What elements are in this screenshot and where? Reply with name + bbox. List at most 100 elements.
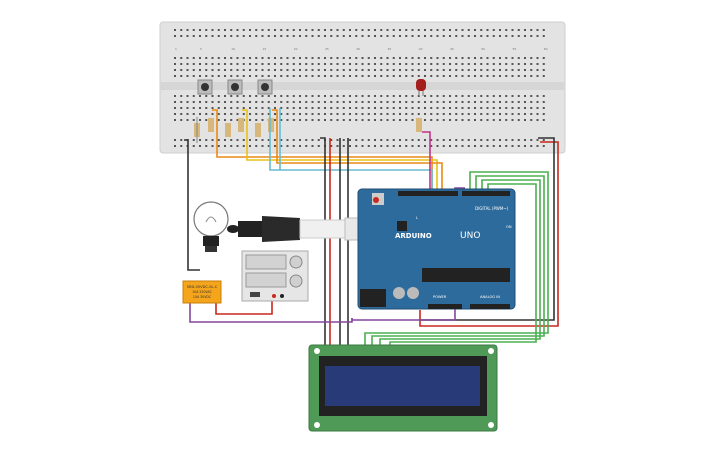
breadboard-hole: [224, 95, 226, 97]
breadboard-hole: [211, 75, 214, 77]
breadboard-hole: [330, 63, 333, 65]
breadboard-hole: [386, 145, 389, 147]
breadboard-hole: [274, 107, 276, 109]
breadboard-hole: [380, 35, 383, 37]
pushbutton-1[interactable]: [197, 79, 213, 95]
breadboard-hole: [486, 29, 489, 31]
breadboard-hole: [474, 69, 476, 71]
breadboard-hole: [280, 75, 283, 77]
resistor-2[interactable]: [208, 118, 214, 132]
breadboard-hole: [324, 57, 326, 59]
breadboard-hole: [255, 113, 258, 115]
breadboard-hole: [286, 101, 289, 103]
breadboard-hole: [455, 69, 458, 71]
breadboard-hole: [430, 69, 433, 71]
breadboard-hole: [286, 63, 289, 65]
power-label: POWER: [433, 295, 447, 299]
breadboard-hole: [267, 57, 270, 59]
breadboard-hole: [524, 69, 526, 71]
resistor-led[interactable]: [416, 118, 422, 132]
power-supply[interactable]: [241, 250, 309, 302]
breadboard-hole: [186, 29, 189, 31]
arduino-uno[interactable]: DIGITAL (PWM~) ARDUINO UNO POWER ANALOG …: [357, 188, 516, 310]
breadboard-hole: [392, 145, 395, 147]
breadboard-hole: [317, 101, 320, 103]
breadboard-hole: [192, 57, 195, 59]
relay[interactable]: SRD-05VDC-SL-C 10A 250VAC 10A 30VDC: [182, 280, 222, 304]
resistor-5[interactable]: [255, 123, 261, 137]
breadboard-hole: [286, 35, 289, 37]
breadboard-hole: [186, 119, 189, 121]
breadboard-hole: [367, 113, 370, 115]
breadboard-hole: [461, 139, 464, 141]
breadboard-hole: [411, 57, 414, 59]
breadboard-hole: [380, 95, 383, 97]
breadboard-hole: [305, 119, 308, 121]
breadboard-hole: [505, 145, 508, 147]
breadboard-hole: [292, 69, 295, 71]
breadboard-hole: [499, 145, 501, 147]
breadboard-hole: [217, 139, 220, 141]
breadboard-hole: [355, 119, 358, 121]
breadboard-hole: [349, 101, 351, 103]
breadboard-hole: [199, 139, 201, 141]
breadboard-hole: [486, 145, 489, 147]
breadboard-hole: [486, 63, 489, 65]
breadboard-hole: [174, 145, 176, 147]
breadboard-hole: [242, 69, 245, 71]
breadboard-hole: [342, 101, 345, 103]
breadboard-hole: [449, 145, 451, 147]
resistor-1[interactable]: [194, 117, 200, 143]
breadboard-hole: [205, 95, 208, 97]
breadboard-hole: [255, 145, 258, 147]
breadboard-hole: [192, 119, 195, 121]
pushbutton-3[interactable]: [257, 79, 273, 95]
breadboard-hole: [374, 63, 376, 65]
breadboard-hole: [399, 75, 401, 77]
breadboard-hole: [211, 95, 214, 97]
breadboard-hole: [436, 57, 439, 59]
breadboard-hole: [505, 29, 508, 31]
resistor-3[interactable]: [225, 123, 231, 137]
breadboard-hole: [511, 101, 514, 103]
breadboard-hole: [492, 57, 495, 59]
resistor-4[interactable]: [238, 118, 244, 132]
red-led[interactable]: [416, 79, 426, 96]
breadboard-hole: [442, 63, 445, 65]
breadboard-hole: [249, 57, 251, 59]
breadboard-hole: [199, 101, 201, 103]
breadboard-hole: [230, 119, 233, 121]
breadboard-hole: [299, 35, 301, 37]
breadboard-hole: [180, 119, 183, 121]
breadboard-hole: [442, 139, 445, 141]
breadboard-hole: [517, 101, 520, 103]
breadboard-hole: [499, 63, 501, 65]
breadboard-hole: [280, 63, 283, 65]
breadboard-hole: [411, 29, 414, 31]
analog-label: ANALOG IN: [480, 295, 500, 299]
breadboard-hole: [449, 139, 451, 141]
breadboard-hole: [442, 35, 445, 37]
breadboard-hole: [205, 63, 208, 65]
breadboard-hole: [317, 63, 320, 65]
light-bulb[interactable]: [193, 201, 229, 252]
breadboard-hole: [242, 139, 245, 141]
pushbutton-2[interactable]: [227, 79, 243, 95]
digital-label: DIGITAL (PWM~): [475, 206, 509, 211]
lcd-display[interactable]: [308, 344, 498, 432]
breadboard-hole: [230, 75, 233, 77]
breadboard-hole: [405, 107, 408, 109]
breadboard-hole: [430, 95, 433, 97]
breadboard-hole: [486, 75, 489, 77]
breadboard-hole: [411, 95, 414, 97]
breadboard-hole: [374, 145, 376, 147]
breadboard-hole: [399, 101, 401, 103]
breadboard-hole: [299, 119, 301, 121]
breadboard-hole: [261, 101, 264, 103]
breadboard-hole: [205, 69, 208, 71]
resistor-6[interactable]: [268, 118, 274, 132]
breadboard-hole: [524, 57, 526, 59]
relay-label-2: 10A 250VAC: [192, 290, 212, 294]
